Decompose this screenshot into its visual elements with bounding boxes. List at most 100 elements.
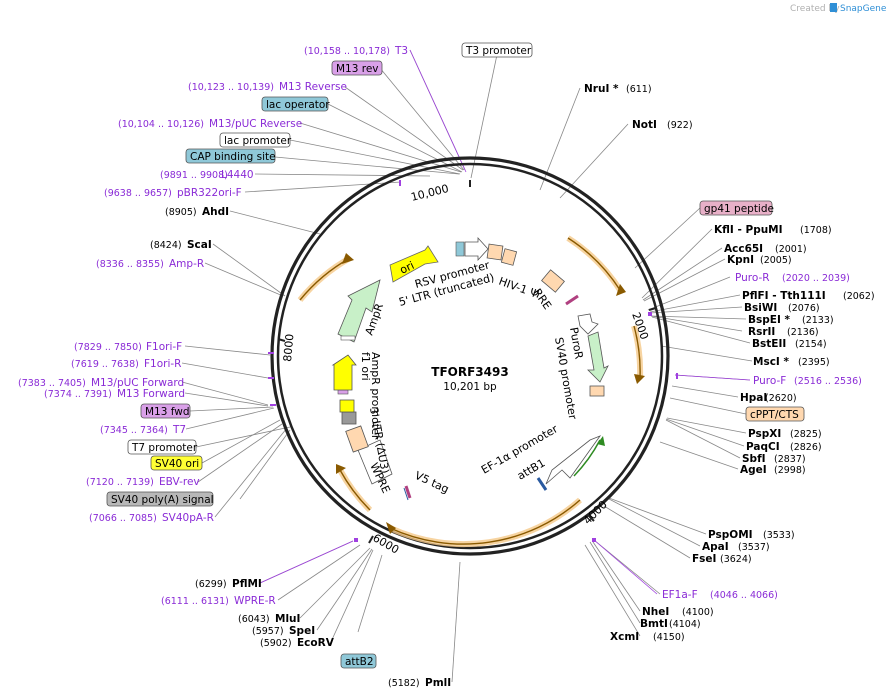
snapgene-logo-icon xyxy=(830,3,837,12)
plasmid-size: 10,201 bp xyxy=(443,381,497,393)
svg-text:(8905): (8905) xyxy=(165,207,197,218)
svg-text:FseI: FseI xyxy=(692,553,716,565)
primer-t3: (10,158 .. 10,178)T3 xyxy=(304,45,408,57)
svg-text:NotI: NotI xyxy=(632,119,657,131)
svg-text:(8336 .. 8355): (8336 .. 8355) xyxy=(96,259,164,270)
primer-ef1a-f: EF1a-F(4046 .. 4066) xyxy=(662,589,778,601)
svg-text:MluI: MluI xyxy=(275,613,300,625)
svg-text:HpaI: HpaI xyxy=(740,392,767,404)
green-arrowhead xyxy=(597,436,605,446)
svg-text:(10,158 .. 10,178): (10,158 .. 10,178) xyxy=(304,46,390,57)
tick-label-8000: 8000 xyxy=(281,333,296,362)
svg-text:BspEI *: BspEI * xyxy=(748,314,791,326)
svg-text:AgeI: AgeI xyxy=(740,464,767,476)
svg-text:SpeI: SpeI xyxy=(289,625,315,637)
svg-text:WPRE-R: WPRE-R xyxy=(234,595,276,607)
svg-text:(3537): (3537) xyxy=(738,542,770,553)
site-sbfi: SbfI (2837) xyxy=(742,453,806,465)
svg-text:(2001): (2001) xyxy=(775,244,807,255)
svg-text:(2133): (2133) xyxy=(802,315,834,326)
svg-text:MscI *: MscI * xyxy=(753,356,789,368)
site-kpni: KpnI (2005) xyxy=(727,254,792,266)
site-fsei: FseI(3624) xyxy=(692,553,752,565)
primer-m13-puc-reverse: (10,104 .. 10,126)M13/pUC Reverse xyxy=(118,118,302,130)
tick-label-10000: 10,000 xyxy=(410,182,451,204)
site-bspei: BspEI * (2133) xyxy=(748,314,834,326)
svg-text:F1ori-F: F1ori-F xyxy=(146,341,182,353)
svg-text:PspXI: PspXI xyxy=(748,428,781,440)
svg-text:gp41 peptide: gp41 peptide xyxy=(704,203,774,215)
primer-t7: (7345 .. 7364)T7 xyxy=(100,424,186,436)
svg-text:PflFI - Tth111I: PflFI - Tth111I xyxy=(742,290,826,302)
boxed-feature-labels: M13 rev T3 promoter lac operator lac pro… xyxy=(106,42,805,669)
restriction-sites: (8905)AhdI (8424)ScaI NruI * (611) NotI (9… xyxy=(150,83,875,689)
svg-text:KpnI: KpnI xyxy=(727,254,754,266)
svg-text:(611): (611) xyxy=(626,84,652,95)
ampr-promoter-label: AmpR promoter xyxy=(369,352,382,440)
svg-text:(2837): (2837) xyxy=(774,454,806,465)
svg-text:(2826): (2826) xyxy=(790,442,822,453)
svg-text:SV40 ori: SV40 ori xyxy=(155,458,199,470)
box-attb2: attB2 xyxy=(340,653,377,669)
primer-m13-puc-forward: (7383 .. 7405)M13/pUC Forward xyxy=(18,377,184,389)
site-nrui: NruI * (611) xyxy=(584,83,652,95)
tick-label-2000: 2000 xyxy=(629,311,651,342)
svg-text:(2136): (2136) xyxy=(787,327,819,338)
svg-text:EBV-rev: EBV-rev xyxy=(159,476,200,488)
svg-text:CAP binding site: CAP binding site xyxy=(190,151,276,163)
svg-text:XcmI: XcmI xyxy=(610,631,639,643)
svg-text:Puro-R: Puro-R xyxy=(735,272,770,284)
site-pflfi-tth111i: PflFI - Tth111I(2062) xyxy=(742,290,875,302)
primer-f1ori-f: (7829 .. 7850)F1ori-F xyxy=(74,341,182,353)
svg-text:M13/pUC Reverse: M13/pUC Reverse xyxy=(209,118,302,130)
svg-text:ApaI: ApaI xyxy=(702,541,729,553)
svg-text:(2620): (2620) xyxy=(765,393,797,404)
primer-m13-reverse: (10,123 .. 10,139)M13 Reverse xyxy=(188,81,347,93)
svg-text:M13/pUC Forward: M13/pUC Forward xyxy=(91,377,184,389)
site-noti: NotI (922) xyxy=(632,119,693,131)
box-m13-rev: M13 rev xyxy=(331,60,383,76)
svg-text:(2154): (2154) xyxy=(795,339,827,350)
site-scai: (8424)ScaI xyxy=(150,239,212,251)
svg-text:(5957): (5957) xyxy=(252,626,284,637)
svg-text:BmtI: BmtI xyxy=(640,618,668,630)
primer-f1ori-r: (7619 .. 7638)F1ori-R xyxy=(71,358,181,370)
svg-text:SbfI: SbfI xyxy=(742,453,766,465)
svg-text:(7374 .. 7391): (7374 .. 7391) xyxy=(44,389,112,400)
svg-text:PaqCI: PaqCI xyxy=(746,441,780,453)
primer-markers xyxy=(268,180,678,542)
svg-text:(2020 .. 2039): (2020 .. 2039) xyxy=(782,273,850,284)
svg-text:(5182): (5182) xyxy=(388,678,420,689)
site-ahdi: (8905)AhdI xyxy=(165,206,229,218)
svg-text:(7120 .. 7139): (7120 .. 7139) xyxy=(86,477,154,488)
svg-text:SV40 poly(A) signal: SV40 poly(A) signal xyxy=(111,494,214,506)
svg-text:(2005): (2005) xyxy=(760,255,792,266)
svg-text:cPPT/CTS: cPPT/CTS xyxy=(750,409,799,421)
backbone-outer xyxy=(270,156,670,556)
site-spei: (5957) SpeI xyxy=(252,625,315,637)
svg-text:EF1a-F: EF1a-F xyxy=(662,589,698,601)
svg-text:Puro-F: Puro-F xyxy=(753,375,786,387)
site-acc65i: Acc65I (2001) xyxy=(724,243,807,255)
svg-text:(2395): (2395) xyxy=(798,357,830,368)
svg-text:(922): (922) xyxy=(667,120,693,131)
svg-text:lac operator: lac operator xyxy=(266,99,330,111)
svg-text:RsrII: RsrII xyxy=(748,326,775,338)
svg-text:(4100): (4100) xyxy=(682,607,714,618)
svg-text:NruI *: NruI * xyxy=(584,83,619,95)
credit-brand: SnapGene xyxy=(840,4,887,14)
site-xcmi: XcmI (4150) xyxy=(610,631,685,643)
box-lac-promoter: lac promoter xyxy=(219,132,292,148)
svg-text:F1ori-R: F1ori-R xyxy=(144,358,181,370)
primer-m13-forward: (7374 .. 7391)M13 Forward xyxy=(44,388,185,400)
svg-text:(5902): (5902) xyxy=(260,638,292,649)
svg-text:BsiWI: BsiWI xyxy=(744,302,777,314)
attb1-label: attB1 xyxy=(515,456,547,482)
svg-text:(2998): (2998) xyxy=(774,465,806,476)
svg-text:Amp-R: Amp-R xyxy=(169,258,204,270)
svg-text:PmlI: PmlI xyxy=(425,677,451,689)
svg-text:(4150): (4150) xyxy=(653,632,685,643)
svg-text:Acc65I: Acc65I xyxy=(724,243,763,255)
site-bsiwi: BsiWI(2076) xyxy=(744,302,820,314)
